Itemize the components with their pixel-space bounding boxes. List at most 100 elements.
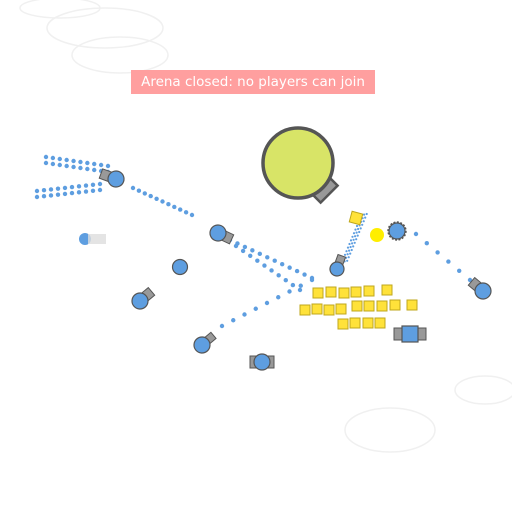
bullet [361,223,364,226]
bullet [365,212,368,216]
bullet [105,163,111,169]
bullet [50,161,56,167]
player-tank [171,258,189,276]
square-shape [299,304,311,316]
bullet [272,258,277,263]
bullet-layer [34,154,473,329]
bullet [90,182,96,187]
background-cloud [454,375,512,405]
bullet [98,162,104,168]
bullet [41,188,47,193]
bullet [183,210,189,215]
bullet [350,248,353,252]
bullet [343,253,347,256]
bullet [351,242,354,245]
square-shape [335,303,347,315]
bullet [90,188,96,193]
bullet [242,312,247,317]
bullet [78,165,83,171]
arena-closed-notice: Arena closed: no players can join [131,70,375,94]
square-shape [325,286,337,298]
player-tank [467,276,492,300]
square-shape [406,299,418,311]
bullet [309,277,315,283]
bullet [424,241,429,246]
bullet [85,160,90,166]
tank-barrel [417,327,427,341]
boss-layer [261,126,340,205]
player-tank [209,224,235,245]
player-tank [388,222,406,240]
bullet [355,238,358,241]
bullet [242,244,248,250]
square-shape [311,303,323,315]
bullet [298,283,303,288]
tank-spike-ring [387,221,407,241]
background-clouds [19,0,512,453]
bullet [154,196,159,201]
bullet [413,231,419,237]
bullet [287,265,292,270]
bullet [172,204,177,210]
background-cloud [344,407,436,453]
tank-body [193,336,211,354]
bullet [257,251,263,257]
square-shape [337,318,349,330]
bullet [48,187,54,192]
bullet [352,245,355,248]
square-shape [381,284,393,296]
bullet [435,250,440,255]
square-shape [351,300,363,312]
square-shape [363,285,375,297]
bullet [355,224,359,228]
bullet [178,207,183,212]
bullet [363,213,366,216]
bullet [231,318,236,323]
background-cloud [71,36,169,74]
bullet [354,228,357,231]
square-shape-layer [299,210,418,330]
bullet [69,190,75,196]
bullet [287,289,292,294]
bullet [353,241,356,244]
bullet [297,287,303,293]
tank-body [329,261,345,277]
bullet [240,248,246,254]
player-tank [329,253,347,277]
bullet [346,253,349,256]
bullet [276,273,281,278]
bullet [41,194,47,199]
bullet [345,250,348,253]
bullet [290,282,296,288]
bullet [160,199,165,204]
background-cloud [19,0,101,19]
bullet [265,255,270,260]
bullet [364,216,367,219]
square-shape [363,300,375,312]
background-cloud [46,7,164,49]
bullet [352,238,355,241]
bullet [358,230,361,234]
tank-body [401,325,419,343]
bullet [283,278,288,283]
bullet [97,181,103,187]
player-tank [131,286,156,310]
square-shape [362,317,374,329]
bullet [55,186,61,191]
bullet [294,268,300,274]
bullet [354,235,357,238]
bullet [76,190,82,195]
bullet [92,167,97,173]
bullet [43,160,49,166]
boss-body [261,126,335,200]
player-tank [393,325,427,343]
bullet [269,268,274,273]
boss-tank [261,126,340,205]
bullet [276,295,281,300]
bullet [262,263,267,268]
tank-barrel [393,327,403,341]
bullet [357,227,360,231]
shape-pellet [370,228,384,242]
player-tank [249,353,275,371]
